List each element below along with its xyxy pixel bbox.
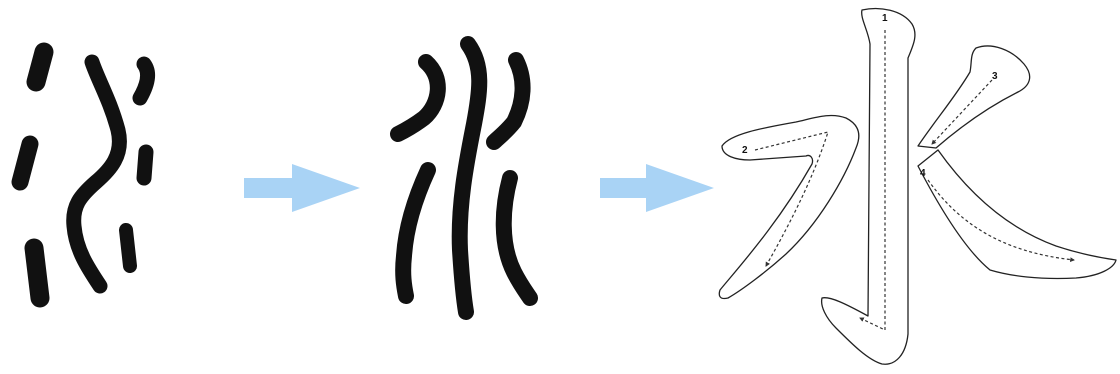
oracle-left-drop-1: [36, 52, 44, 82]
oracle-left-drop-2: [20, 144, 30, 182]
stroke-number-2: 2: [742, 145, 748, 156]
stroke-2-outline: [719, 115, 858, 298]
oracle-left-drop-3: [34, 248, 40, 298]
seal-upper-left-stroke: [398, 62, 438, 134]
oracle-right-drop-2: [144, 152, 146, 178]
arrow-right-icon: [600, 164, 714, 212]
arrow-right-icon: [244, 164, 360, 212]
seal-lower-right-stroke: [504, 178, 530, 298]
oracle-center-stroke: [74, 62, 120, 286]
stroke-number-4: 4: [920, 168, 926, 179]
stroke-number-1: 1: [882, 13, 888, 24]
seal-script-form: [398, 44, 530, 312]
oracle-right-drop-3: [126, 230, 130, 266]
seal-lower-left-stroke: [403, 170, 428, 296]
seal-upper-right-stroke: [494, 60, 523, 142]
seal-center-stroke: [460, 44, 480, 312]
oracle-bone-form: [20, 52, 147, 298]
stroke-4-outline: [918, 150, 1116, 279]
stroke-number-3: 3: [992, 71, 998, 82]
stroke-3-outline: [918, 46, 1030, 148]
regular-script-outline: 1 2 3 4: [719, 9, 1116, 365]
oracle-right-drop-1: [140, 64, 147, 98]
